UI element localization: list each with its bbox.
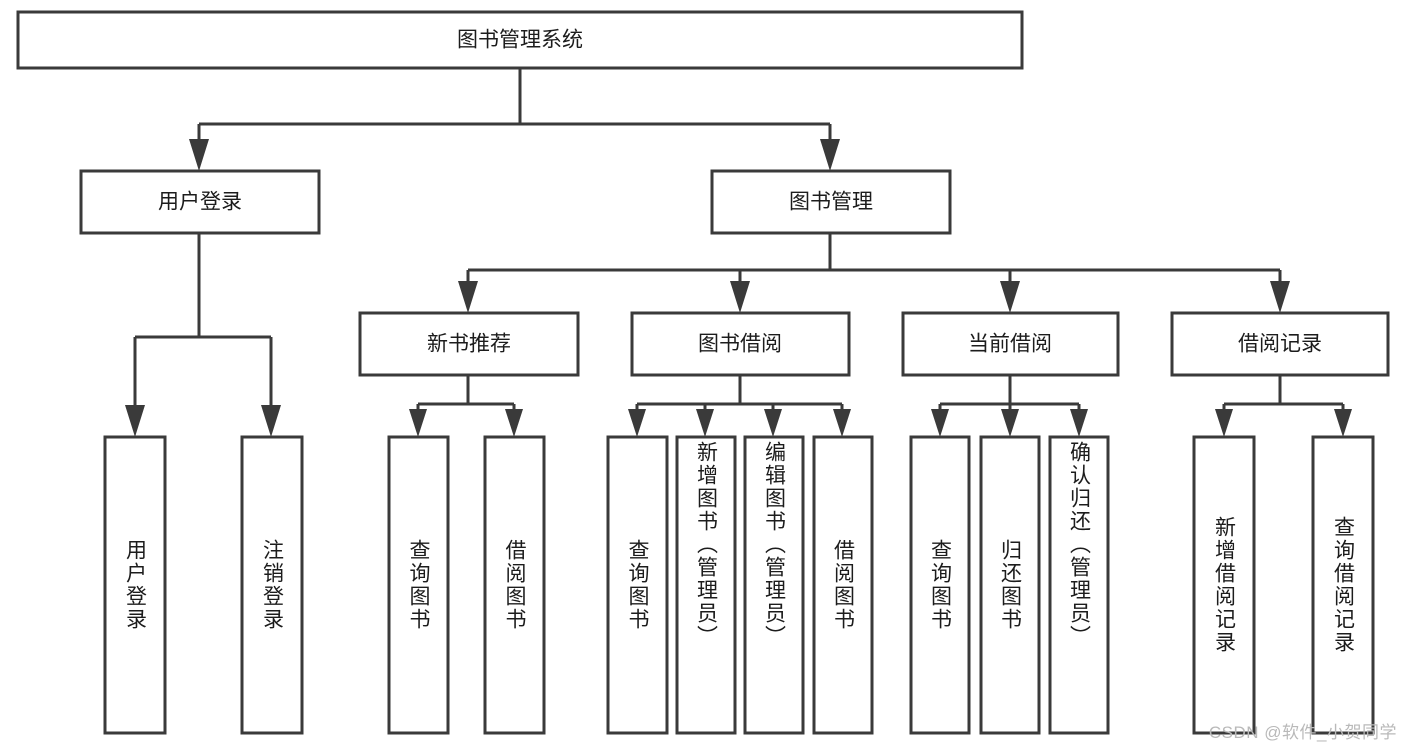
arrow-to-nbr-leaf-1 [409, 409, 427, 437]
arrow-to-bb-leaf-2 [696, 409, 714, 437]
node-book-borrow-label: 图书借阅 [698, 333, 782, 356]
arrow-to-cb-leaf-2 [1001, 409, 1019, 437]
node-current-borrow-label: 当前借阅 [968, 333, 1052, 356]
leaf-box-user-login-0[interactable] [103, 435, 167, 735]
leaf-box-book-borrow-2[interactable] [743, 435, 805, 735]
arrow-to-bb-leaf-1 [628, 409, 646, 437]
arrow-to-nbr-leaf-2 [505, 409, 523, 437]
arrow-to-bb-leaf-3 [764, 409, 782, 437]
arrow-to-leaf-user-login [125, 405, 145, 437]
node-new-book-rec[interactable] [358, 311, 580, 377]
node-book-borrow[interactable] [630, 311, 851, 377]
arrow-to-book-borrow [730, 281, 750, 313]
node-root[interactable] [16, 10, 1024, 70]
node-user-login-label: 用户登录 [158, 191, 242, 214]
leaf-box-user-login-1[interactable] [240, 435, 304, 735]
arrow-to-cb-leaf-3 [1070, 409, 1088, 437]
leaf-box-book-borrow-1[interactable] [675, 435, 737, 735]
arrow-to-br-leaf-2 [1334, 409, 1352, 437]
arrow-to-book-manage [820, 139, 840, 171]
leaf-box-current-borrow-1[interactable] [979, 435, 1041, 735]
leaf-box-current-borrow-2[interactable] [1048, 435, 1110, 735]
arrow-to-user-login [189, 139, 209, 171]
leaf-box-borrow-record-1[interactable] [1311, 435, 1375, 735]
leaf-box-book-borrow-3[interactable] [812, 435, 874, 735]
arrow-to-borrow-record [1270, 281, 1290, 313]
node-borrow-record-label: 借阅记录 [1238, 333, 1322, 356]
leaf-box-borrow-record-0[interactable] [1192, 435, 1256, 735]
arrow-to-current-borrow [1000, 281, 1020, 313]
node-new-book-rec-label: 新书推荐 [427, 333, 511, 356]
arrow-to-leaf-logout [261, 405, 281, 437]
node-root-label: 图书管理系统 [457, 29, 583, 52]
arrow-to-new-book-rec [458, 281, 478, 313]
node-current-borrow[interactable] [901, 311, 1120, 377]
arrow-to-bb-leaf-4 [833, 409, 851, 437]
leaf-box-current-borrow-0[interactable] [909, 435, 971, 735]
csdn-watermark: CSDN @软件_小贺同学 [1208, 723, 1397, 742]
leaf-box-book-borrow-0[interactable] [606, 435, 669, 735]
leaf-box-new-book-rec-1[interactable] [483, 435, 546, 735]
node-book-manage-label: 图书管理 [789, 191, 873, 214]
arrow-to-cb-leaf-1 [931, 409, 949, 437]
node-borrow-record[interactable] [1170, 311, 1390, 377]
arrow-to-br-leaf-1 [1215, 409, 1233, 437]
node-book-manage[interactable] [710, 169, 952, 235]
node-user-login[interactable] [79, 169, 321, 235]
leaf-box-new-book-rec-0[interactable] [387, 435, 450, 735]
